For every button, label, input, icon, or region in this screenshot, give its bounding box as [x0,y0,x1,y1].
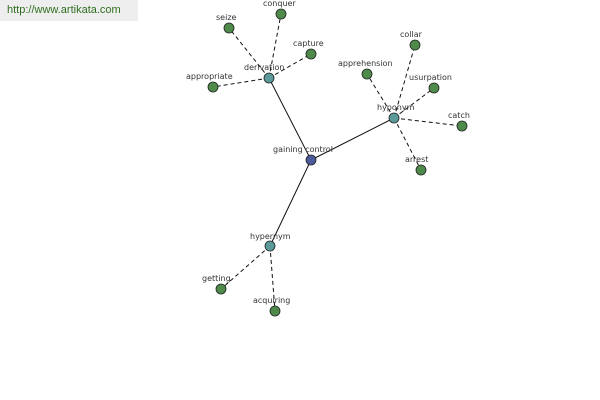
central-node-dot[interactable] [305,154,317,166]
term-node-label: seize [216,13,237,22]
term-node-label: usurpation [409,73,452,82]
term-node-seize[interactable]: seize [216,13,237,34]
term-node-arrest[interactable]: arrest [405,155,428,176]
term-node-collar[interactable]: collar [400,30,423,51]
edge-derivation-appropriate [212,77,270,88]
term-node-catch[interactable]: catch [448,111,470,132]
relation-node-label: derivation [244,63,284,72]
edge-hyponym-collar [393,44,416,119]
edge-hypernym [269,159,312,247]
term-node-label: getting [202,274,231,283]
relation-node-dot[interactable] [263,72,275,84]
term-node-dot[interactable] [456,120,468,132]
term-node-dot[interactable] [409,39,421,51]
relation-node-dot[interactable] [264,240,276,252]
term-node-apprehension[interactable]: apprehension [338,59,393,80]
term-node-dot[interactable] [415,164,427,176]
term-node-dot[interactable] [275,8,287,20]
term-node-appropriate[interactable]: appropriate [186,72,233,93]
term-node-label: appropriate [186,72,233,81]
edge-hyponym-arrest [393,117,422,171]
edge-hypernym-getting [220,245,271,290]
term-node-label: apprehension [338,59,393,68]
term-node-getting[interactable]: getting [202,274,231,295]
term-node-usurpation[interactable]: usurpation [409,73,452,94]
term-node-label: acquiring [253,296,290,305]
source-url-link[interactable]: http://www.artikata.com [0,0,138,21]
edge-derivation-seize [228,27,270,79]
relation-node-dot[interactable] [388,112,400,124]
edge-hyponym [310,117,395,161]
edge-hypernym-acquiring [269,245,276,312]
term-node-dot[interactable] [269,305,281,317]
relation-node-derivation[interactable]: derivation [244,63,284,84]
term-node-dot[interactable] [207,81,219,93]
edge-hyponym-usurpation [393,87,435,119]
term-node-dot[interactable] [305,48,317,60]
edge-derivation [268,77,312,161]
relation-node-hypernym[interactable]: hypernym [250,232,291,252]
edge-derivation-capture [268,53,312,79]
edges [212,13,463,312]
central-node-label: gaining control [273,145,333,154]
edge-derivation-conquer [268,13,282,79]
term-node-dot[interactable] [215,283,227,295]
relation-node-label: hyponym [377,103,415,112]
term-node-dot[interactable] [428,82,440,94]
term-node-label: catch [448,111,470,120]
term-node-label: collar [400,30,423,39]
edge-hyponym-apprehension [366,73,395,119]
term-node-acquiring[interactable]: acquiring [253,296,290,317]
term-node-dot[interactable] [361,68,373,80]
edge-hyponym-catch [393,117,463,127]
relation-node-label: hypernym [250,232,291,241]
relation-node-hyponym[interactable]: hyponym [377,103,415,124]
term-node-label: conquer [263,0,296,8]
term-node-capture[interactable]: capture [293,39,324,60]
term-node-label: arrest [405,155,428,164]
central-node-gaining-control[interactable]: gaining control [273,145,333,166]
term-node-label: capture [293,39,324,48]
term-node-conquer[interactable]: conquer [263,0,296,20]
nodes: seize conquer capture appropriate derivation… [186,0,470,317]
term-node-dot[interactable] [223,22,235,34]
